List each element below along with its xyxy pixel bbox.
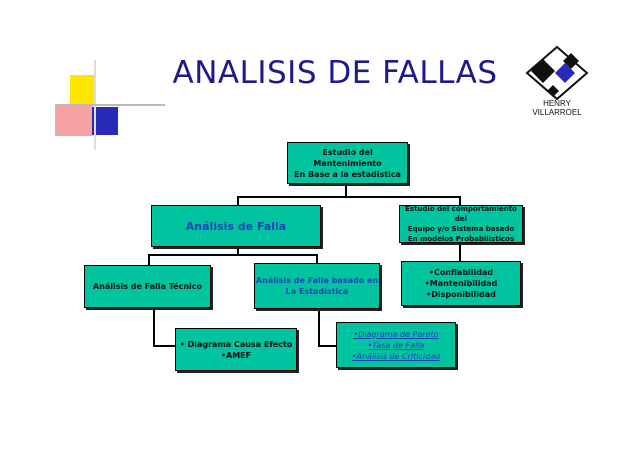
connector-to-analisis (237, 196, 239, 206)
node-confiabilidad-label: •Confiabilidad •Mantenibilidad •Disponib… (424, 268, 498, 299)
node-tecnico-label: Análisis de Falla Técnico (92, 282, 203, 291)
deco-yellow-square (70, 75, 94, 105)
logo-text: HENRY VILLARROEL (522, 99, 592, 117)
deco-red-square (55, 104, 93, 136)
node-tecnico: Análisis de Falla Técnico (84, 265, 211, 308)
node-analisis-falla: Análisis de Falla (151, 205, 321, 247)
node-pareto-label: •Diagrama de Pareto •Tasa de Falla •Anál… (351, 329, 441, 361)
connector-to-comportamiento (459, 196, 461, 206)
node-comportamiento-label: Estudio del comportamiento del Equipo y/… (405, 205, 517, 243)
node-estadistica: Análisis de Falla basado en La Estadísti… (254, 263, 380, 309)
deco-blue-square (92, 107, 118, 135)
connector-root-down (345, 183, 347, 197)
node-pareto: •Diagrama de Pareto •Tasa de Falla •Anál… (336, 322, 456, 368)
node-root: Estudio del Mantenimiento En Base a la e… (287, 142, 408, 184)
logo-line1: HENRY (543, 99, 571, 108)
connector-comportamiento-down (459, 242, 461, 261)
page-title: ANALISIS DE FALLAS (172, 55, 498, 91)
connector-tecnico-right (153, 345, 175, 347)
connector-analisis-down (237, 246, 239, 256)
node-estadistica-label: Análisis de Falla basado en La Estadísti… (255, 276, 379, 296)
connector-level2-horizontal (148, 254, 318, 256)
node-comportamiento: Estudio del comportamiento del Equipo y/… (399, 205, 523, 243)
connector-tecnico-down (153, 307, 155, 347)
connector-estadistica-down (318, 309, 320, 347)
node-diagrama-label: • Diagrama Causa Efecto •AMEF (179, 339, 293, 360)
node-confiabilidad: •Confiabilidad •Mantenibilidad •Disponib… (401, 261, 521, 306)
deco-horizontal-line (55, 104, 165, 106)
connector-to-tecnico (148, 254, 150, 265)
connector-to-estadistica (316, 254, 318, 263)
logo-line2: VILLARROEL (532, 108, 582, 117)
node-root-label: Estudio del Mantenimiento En Base a la e… (294, 147, 401, 179)
node-diagrama: • Diagrama Causa Efecto •AMEF (175, 328, 297, 371)
connector-level1-horizontal (237, 196, 461, 198)
connector-estadistica-right (318, 345, 336, 347)
node-analisis-falla-label: Análisis de Falla (185, 219, 287, 233)
logo-icon (525, 45, 589, 101)
